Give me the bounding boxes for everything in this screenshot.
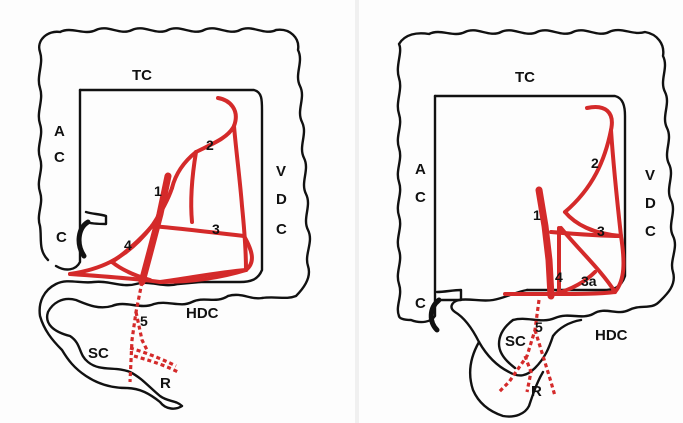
left-label-tc: TC [132,67,152,84]
left-label-3: 3 [212,221,220,237]
left-label-2: 2 [206,137,214,153]
right-label-3: 3 [597,223,605,239]
right-label-tc: TC [515,69,535,86]
left-vessels [70,98,252,382]
left-label-vdc-v: V [276,163,286,180]
right-label-1: 1 [533,207,541,223]
right-label-4: 4 [555,269,563,285]
right-label-hdc: HDC [595,327,628,344]
left-colon-diagram: TC A C C V D C HDC SC R 1 2 3 4 5 [0,0,355,423]
left-label-sc: SC [88,345,109,362]
right-label-c: C [415,295,426,312]
left-colon-outline [39,28,310,408]
right-diagram: TC A C C V D C HDC SC R 1 2 3 3a 4 5 [359,0,683,423]
left-label-ac-a: A [54,123,65,140]
right-label-vdc-v: V [645,167,655,184]
right-label-ac-c: C [415,189,426,206]
left-diagram: TC A C C V D C HDC SC R 1 2 3 4 5 [0,0,355,423]
right-label-r: R [531,383,542,400]
left-label-5: 5 [140,313,148,329]
right-label-vdc-c: C [645,223,656,240]
right-label-5: 5 [535,319,543,335]
left-label-r: R [160,375,171,392]
left-label-1: 1 [154,183,162,199]
right-vessels [499,107,623,396]
right-label-vdc-d: D [645,195,656,212]
right-colon-diagram: TC A C C V D C HDC SC R 1 2 3 3a 4 5 [359,0,683,423]
left-label-vdc-d: D [276,191,287,208]
right-label-3a: 3a [581,273,597,289]
right-colon-outline [398,30,675,416]
right-label-sc: SC [505,333,526,350]
left-label-vdc-c: C [276,221,287,238]
left-label-4: 4 [124,237,132,253]
left-label-ac-c: C [54,149,65,166]
left-label-c: C [56,229,67,246]
left-label-hdc: HDC [186,305,219,322]
right-label-ac-a: A [415,161,426,178]
right-label-2: 2 [591,155,599,171]
